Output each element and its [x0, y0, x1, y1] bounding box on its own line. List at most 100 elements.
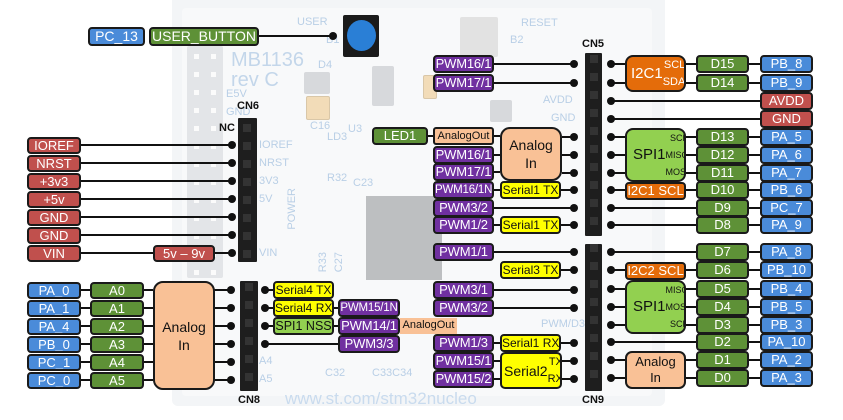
pin-dot	[607, 266, 615, 274]
header-pin	[245, 337, 253, 345]
port-pin: PB_9	[760, 74, 813, 92]
reset-button[interactable]	[460, 17, 498, 57]
pin-dot	[227, 322, 235, 330]
analog-in-block: Analog In	[625, 351, 686, 389]
silk-c32: C32	[325, 367, 346, 379]
pin-dot	[228, 195, 236, 203]
arduino-pin: A2	[90, 318, 144, 335]
analog-out-label: AnalogOut	[433, 127, 494, 145]
pin-dot	[607, 338, 615, 346]
i2c1-signals: SCL SDA	[662, 57, 686, 90]
pin-dot	[607, 248, 615, 256]
header-pin	[194, 72, 199, 77]
pin-dot	[227, 286, 235, 294]
port-pin: PB_8	[760, 55, 813, 73]
header-pin	[211, 126, 216, 131]
serial-label: Serial1 TX	[500, 216, 561, 234]
cn8-label: CN8	[238, 394, 261, 406]
header-pin	[194, 270, 199, 275]
header-pin	[590, 199, 598, 207]
pwm-label: PWM17/1	[433, 163, 494, 181]
i2c1-sda: SDA	[662, 75, 686, 88]
spi-nss-label: SPI1 NSS	[273, 317, 334, 335]
pin-dot	[607, 60, 615, 68]
header-pin	[211, 108, 216, 113]
silk-reset: RESET	[521, 17, 558, 29]
serial2-block: Serial2 TX RX	[500, 352, 562, 389]
header-pin	[211, 180, 216, 185]
pin-dot	[570, 357, 578, 365]
header-pin	[590, 280, 598, 288]
pwm-label: PWM14/1	[338, 317, 400, 335]
silk-u3: U3	[348, 123, 363, 135]
silk-pwm-d3: PWM/D3	[541, 318, 585, 330]
silk-avdd: AVDD	[543, 94, 573, 106]
pin-dot	[607, 97, 615, 105]
pin-dot	[570, 266, 578, 274]
silk-c23: C23	[353, 177, 374, 189]
silk-ioref: IOREF	[259, 139, 293, 151]
pin-dot	[570, 286, 578, 294]
port-pin: PB_0	[27, 336, 81, 353]
header-pin	[590, 145, 598, 153]
header-pin	[211, 54, 216, 59]
pin-dot	[607, 356, 615, 364]
user-button-cap[interactable]	[347, 20, 376, 51]
arduino-pin: D14	[696, 74, 749, 92]
capacitor-c16	[306, 96, 330, 120]
header-pin	[243, 196, 251, 204]
silk-gnd: GND	[226, 106, 251, 118]
pwm-label: PWM3/3	[338, 335, 400, 353]
pin-dot	[261, 340, 269, 348]
pin-dot	[227, 304, 235, 312]
spi1-miso: MISO	[665, 149, 684, 160]
chip	[490, 100, 512, 122]
pin-dot	[607, 169, 615, 177]
pin-dot	[261, 304, 269, 312]
port-pin: PB_6	[760, 181, 813, 199]
chip-u3	[372, 66, 394, 106]
arduino-pin: D11	[696, 164, 749, 182]
arduino-pin: D1	[696, 351, 749, 369]
header-pin	[194, 126, 199, 131]
vin-range: 5v – 9v	[153, 245, 215, 262]
pin-dot	[607, 115, 615, 123]
pin-dot	[607, 151, 615, 159]
pin-dot	[228, 177, 236, 185]
port-pin: PA_10	[760, 333, 813, 351]
pin-dot	[228, 141, 236, 149]
header-cn5	[585, 53, 602, 236]
pin-dot	[570, 204, 578, 212]
pwm-label: PWM16/1	[433, 55, 494, 73]
pin-dot	[607, 221, 615, 229]
power-pin-3v3: +3v3	[27, 173, 81, 190]
header-pin	[211, 216, 216, 221]
pin-dot	[228, 213, 236, 221]
i2c1-block: I2C1 SCL SDA	[625, 55, 686, 92]
pwm-label: PWM17/1	[433, 74, 494, 92]
header-pin	[245, 319, 253, 327]
silk-vin: VIN	[259, 247, 278, 259]
pin-dot	[570, 60, 578, 68]
port-pin: PC_1	[27, 354, 81, 371]
port-pin: PA_9	[760, 216, 813, 234]
analog-out-label: AnalogOut	[400, 318, 457, 334]
power-pin-nrst: NRST	[27, 155, 81, 172]
power-pin-gnd: GND	[27, 209, 81, 226]
power-pin-gnd: GND	[760, 110, 813, 128]
pwm-label: PWM3/2	[433, 199, 494, 217]
header-pin	[194, 90, 199, 95]
serial2-tx: TX	[548, 356, 562, 369]
analog-in-block: Analog In	[153, 281, 215, 390]
pin-dot	[607, 186, 615, 194]
port-pin: PC_7	[760, 199, 813, 217]
header-pin	[194, 162, 199, 167]
analog-in-block: Analog In	[500, 127, 562, 181]
pwm-label: PWM3/1	[433, 281, 494, 299]
header-pin	[590, 217, 598, 225]
header-pin	[194, 54, 199, 59]
